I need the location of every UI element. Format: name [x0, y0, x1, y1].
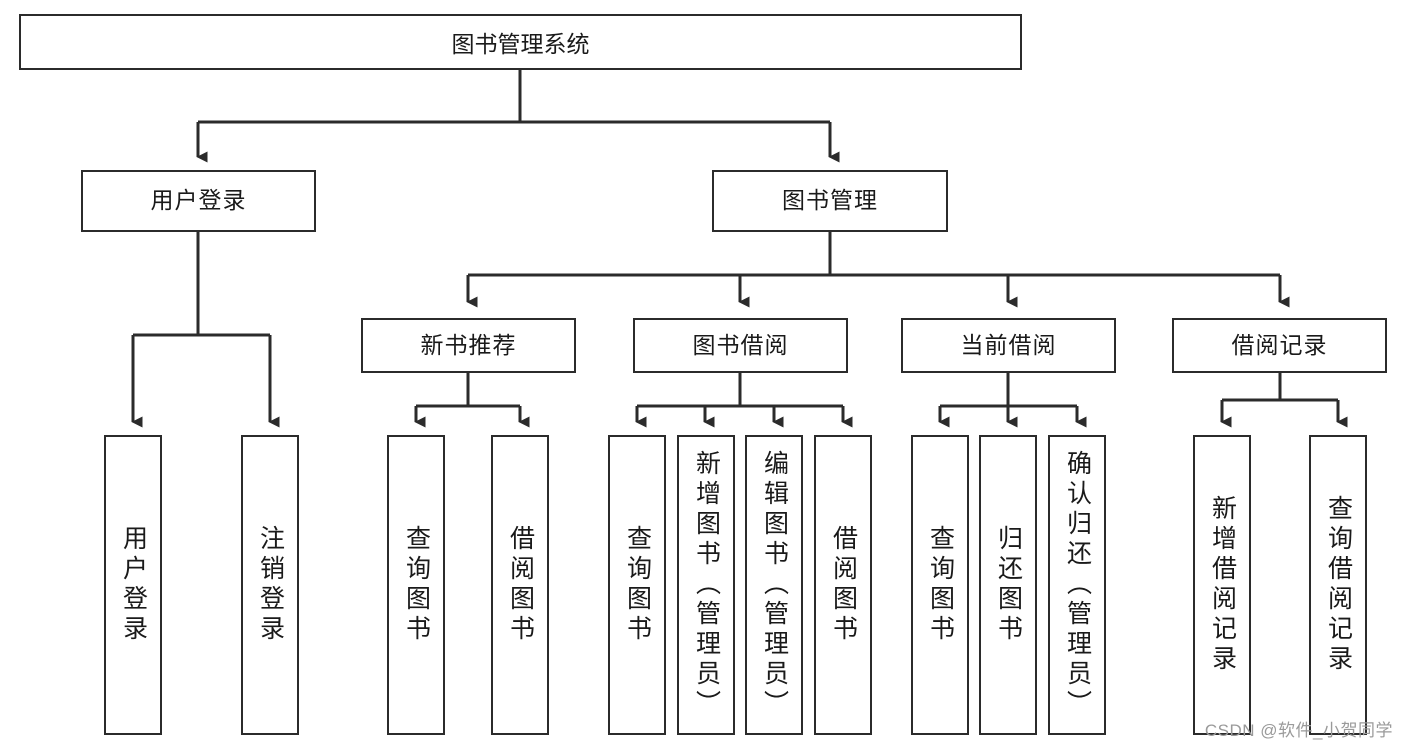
node-current-borrow[interactable]: 当前借阅	[901, 318, 1116, 373]
leaf-query-book-3[interactable]: 查询图书	[911, 435, 969, 735]
leaf-edit-book[interactable]: 编辑图书（管理员）	[745, 435, 803, 735]
leaf-add-record[interactable]: 新增借阅记录	[1193, 435, 1251, 735]
leaf-add-book[interactable]: 新增图书（管理员）	[677, 435, 735, 735]
leaf-query-book-1[interactable]: 查询图书	[387, 435, 445, 735]
node-root-system[interactable]: 图书管理系统	[19, 14, 1022, 70]
leaf-query-record[interactable]: 查询借阅记录	[1309, 435, 1367, 735]
leaf-borrow-book-1[interactable]: 借阅图书	[491, 435, 549, 735]
node-book-borrow[interactable]: 图书借阅	[633, 318, 848, 373]
csdn-watermark: CSDN @软件_小贺同学	[1204, 721, 1393, 740]
node-user-login[interactable]: 用户登录	[81, 170, 316, 232]
leaf-borrow-book-2[interactable]: 借阅图书	[814, 435, 872, 735]
node-new-book-rec[interactable]: 新书推荐	[361, 318, 576, 373]
leaf-logout[interactable]: 注销登录	[241, 435, 299, 735]
leaf-return-book[interactable]: 归还图书	[979, 435, 1037, 735]
node-book-admin[interactable]: 图书管理	[712, 170, 948, 232]
node-borrow-record[interactable]: 借阅记录	[1172, 318, 1387, 373]
leaf-confirm-return[interactable]: 确认归还（管理员）	[1048, 435, 1106, 735]
leaf-user-login[interactable]: 用户登录	[104, 435, 162, 735]
leaf-query-book-2[interactable]: 查询图书	[608, 435, 666, 735]
